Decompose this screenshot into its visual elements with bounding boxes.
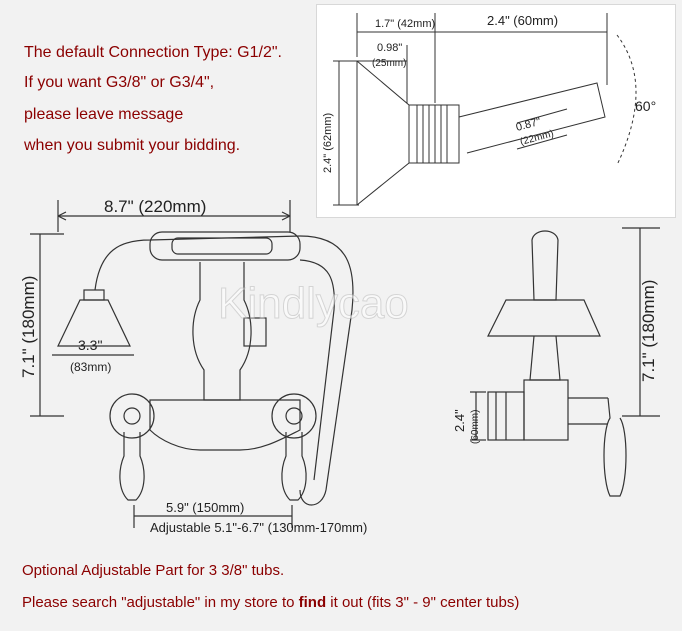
dim-holder-angle: 60° bbox=[635, 98, 656, 114]
footer-line-2: Please search "adjustable" in my store t… bbox=[22, 594, 519, 611]
footer-line-1: Optional Adjustable Part for 3 3/8" tubs… bbox=[22, 562, 285, 579]
footer-line-2-a: Please search "adjustable" in my store t… bbox=[22, 594, 299, 611]
footer-line-2-find: find bbox=[298, 594, 327, 611]
note-line-1: The default Connection Type: G1/2". bbox=[24, 44, 282, 61]
dim-side-depth-mm: (60mm) bbox=[470, 410, 481, 444]
dim-holder-depth: 1.7" (42mm) bbox=[375, 18, 435, 30]
dim-holder-nut: 0.98" bbox=[377, 42, 402, 54]
dim-holder-plate: 2.4" (62mm) bbox=[322, 113, 334, 173]
dim-holder-nut-mm: (25mm) bbox=[372, 58, 406, 69]
note-line-3: please leave message bbox=[24, 106, 184, 123]
watermark: Kindlycao bbox=[218, 279, 409, 328]
note-line-4: when you submit your bidding. bbox=[24, 137, 241, 154]
dim-side-height: 7.1" (180mm) bbox=[639, 280, 658, 382]
dim-center-distance: 5.9" (150mm) bbox=[166, 500, 244, 515]
dim-shower-head: 3.3" bbox=[78, 337, 102, 353]
note-line-2: If you want G3/8" or G3/4", bbox=[24, 74, 215, 91]
dim-holder-arm: 2.4" (60mm) bbox=[487, 13, 558, 28]
footer-line-2-c: it out (fits 3" - 9" center tubs) bbox=[326, 594, 520, 611]
holder-detail-drawing: 1.7" (42mm) 2.4" (60mm) 0.98" (25mm) 2.4… bbox=[322, 13, 656, 206]
dim-adjustable-range: Adjustable 5.1"-6.7" (130mm-170mm) bbox=[150, 520, 367, 535]
dim-shower-head-mm: (83mm) bbox=[70, 360, 111, 374]
dim-side-depth: 2.4" bbox=[452, 409, 467, 432]
dim-front-height: 7.1" (180mm) bbox=[19, 276, 38, 378]
dim-overall-width: 8.7" (220mm) bbox=[104, 197, 206, 216]
holder-detail-panel: 1.7" (42mm) 2.4" (60mm) 0.98" (25mm) 2.4… bbox=[316, 4, 676, 218]
